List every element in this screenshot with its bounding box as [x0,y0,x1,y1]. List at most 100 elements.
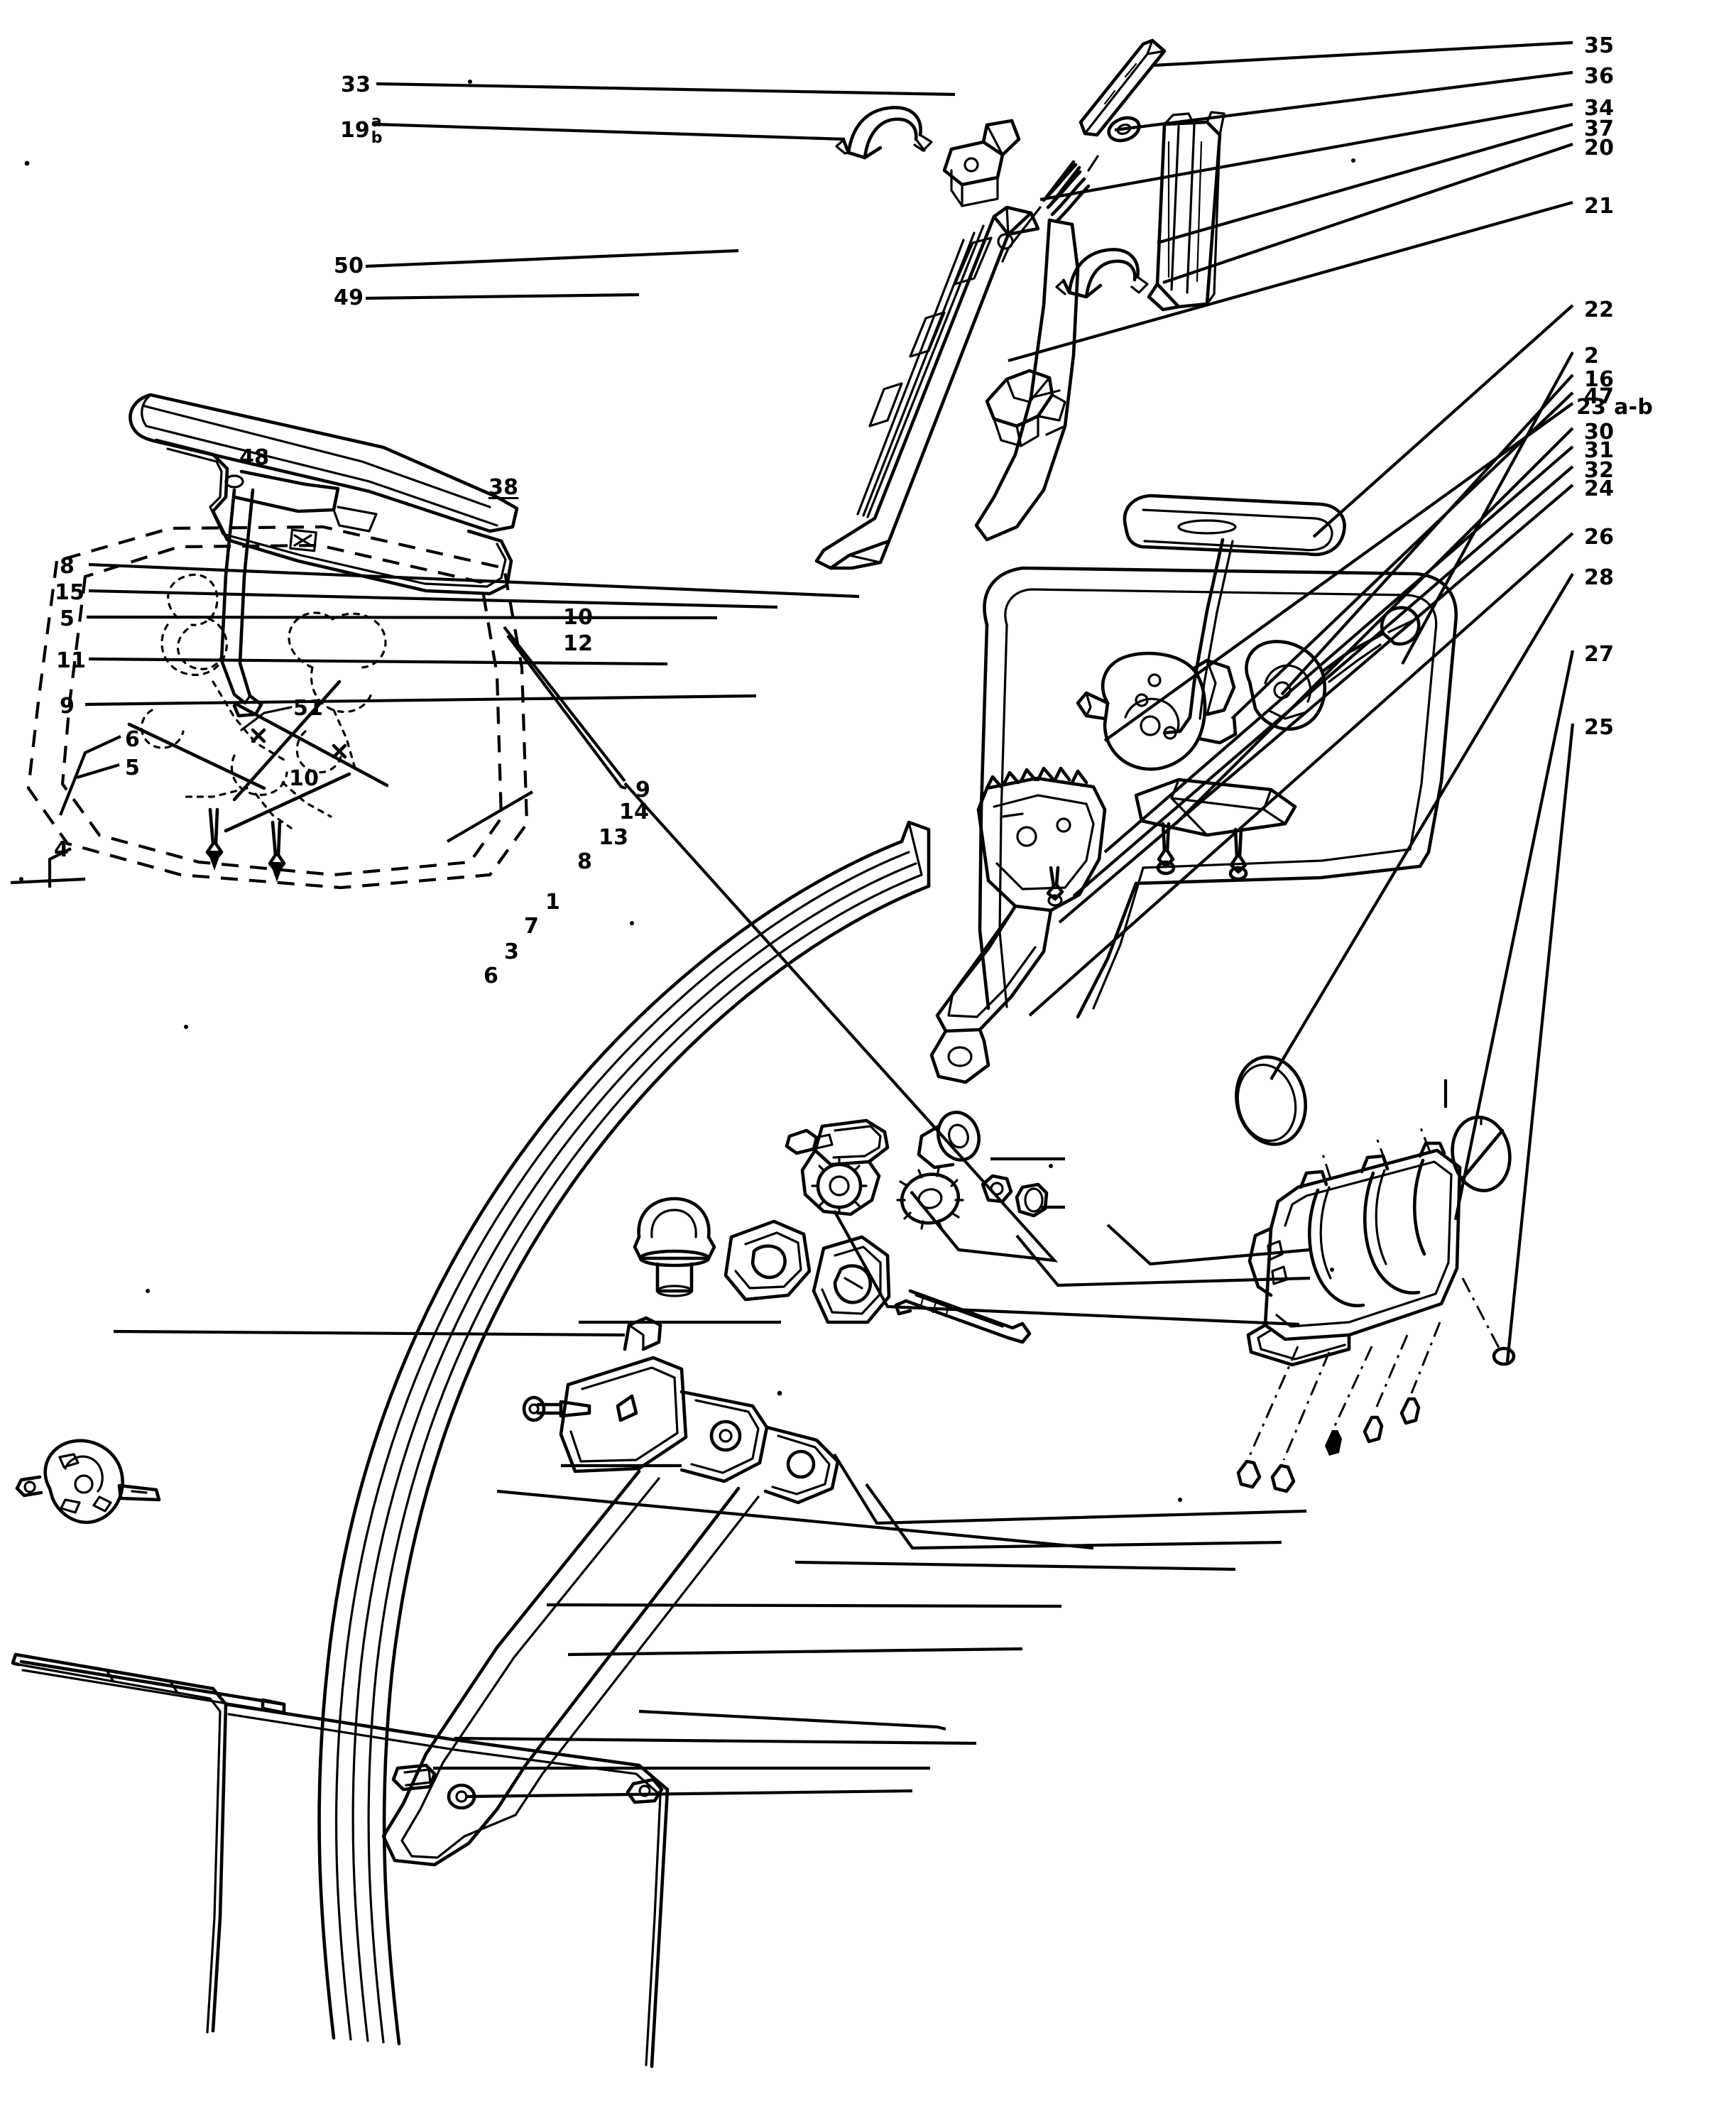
callout-5-gear: 5 [125,756,141,780]
scan-specks [19,80,1355,1502]
leader-lines-right-mid [1028,351,1574,1017]
window-crank-stem [219,488,263,718]
callout-19ab: 19 a b [340,114,383,146]
callout-7: 7 [524,914,540,939]
callout-8-top: 8 [60,554,75,579]
part-15-stud [785,1128,834,1155]
callout-9-right: 9 [635,778,651,802]
callout-19-number: 19 [340,117,370,143]
part-2-top-frame-bow [978,566,1458,1019]
leader-lines-right-low [1270,572,1575,1363]
callout-28: 28 [1584,565,1615,590]
part-30-31-base-plate [1134,778,1297,881]
callout-51: 51 [293,696,324,721]
part-28-ring-gasket [1235,1055,1307,1146]
callout-35: 35 [1584,33,1615,58]
pivot-link-arms [679,1390,840,1505]
callout-37: 37 [1584,116,1615,141]
part-20-saddle-clip [985,369,1066,447]
hardware-cluster-group [11,1111,1049,2069]
callout-34: 34 [1584,96,1615,121]
part-21-trim-tail [974,218,1080,542]
callout-15: 15 [55,580,85,605]
callout-24: 24 [1584,476,1615,501]
part-50-upper-moulding [129,393,519,533]
weatherstrip-edge-1 [317,839,904,2040]
callout-26: 26 [1584,525,1615,550]
part-38-24-32-bracket-plate [929,766,1107,1084]
callout-14: 14 [619,800,650,824]
leader-lines-inline [113,790,1065,1468]
part-20-curved-clip [1055,248,1149,299]
part-10-roller-upper [917,1111,981,1170]
callout-11: 11 [56,648,87,673]
part-5-gear-lever [800,1118,890,1216]
callout-9-left: 9 [60,694,75,719]
part-37-20-guide-bracket [1147,111,1225,312]
callout-12: 12 [563,631,594,656]
callout-23-ab: 23 a-b [1576,395,1654,420]
callout-19-sub-b: b [371,129,383,148]
callout-3: 3 [504,939,520,964]
part-33-block-clip [942,119,1021,207]
part-16-47-23-latch-assembly [1076,606,1421,771]
part-10-screw [522,1395,591,1422]
part-4-thin-rod [19,1660,286,1715]
part-27-ribbed-cover [1246,1141,1462,1367]
callout-47: 47 [1584,384,1615,409]
part-8-nut [981,1174,1013,1204]
part-19-cable-clip [835,106,933,160]
callout-13: 13 [599,825,629,850]
callout-38: 38 [488,475,519,500]
callout-1: 1 [545,890,561,915]
callout-19-sub-a: a [371,113,382,131]
callout-6-bottom: 6 [484,964,499,988]
callout-16: 16 [1584,367,1615,392]
callout-49: 49 [334,285,364,310]
lower-long-arms [381,1469,760,1867]
callout-48: 48 [239,445,270,470]
main-curved-weatherstrip-group [317,820,931,2046]
latch-release-cable [1162,538,1234,735]
part-48-regulator-mechanism [127,573,389,882]
window-glass-outline-outer [26,525,529,890]
callout-33: 33 [341,72,371,97]
callout-31: 31 [1584,438,1615,463]
part-34-coil-spring [1001,155,1099,263]
part-22-grab-handle [1123,494,1346,557]
callout-27: 27 [1584,642,1615,667]
callout-25: 25 [1584,715,1615,740]
callout-8-bottom: 8 [577,849,593,874]
part-11-dome-knob [633,1197,716,1297]
callout-20: 20 [1584,136,1615,160]
part-12-bushing [1015,1182,1049,1218]
part-35-pin-rod [1079,38,1167,137]
part-51-stamped-bracket [559,1316,688,1473]
callout-32: 32 [1584,458,1615,483]
part-26-slotted-plug [1451,1116,1512,1192]
callout-10-upper: 10 [563,605,594,630]
bottom-frame-tube [11,1652,670,2069]
upper-rail-assembly-group [814,38,1225,570]
callout-10-lower: 10 [289,766,320,791]
part-14-long-bolt [894,1289,1032,1344]
callout-36: 36 [1584,64,1615,89]
part-36-washer [1107,116,1141,143]
leader-lines-bottom-left [10,735,121,888]
leader-lines-bottom-right [433,626,1311,1799]
part-14-slot-plate [812,1235,891,1324]
callout-2: 2 [1584,344,1600,369]
part-9-cog-wheel [896,1167,964,1230]
window-glass-outline-inner [60,543,503,877]
part-5-6-gear-pin [15,1439,161,1525]
right-cover-assembly-group [1235,1055,1516,1493]
callout-30: 30 [1584,420,1615,445]
top-frame-and-latch-group [929,494,1458,1084]
callout-21: 21 [1584,194,1615,219]
door-window-assembly-group [26,393,529,890]
part-25-screws [1236,1126,1516,1493]
part-6-fasteners-bottom [391,1763,664,1810]
leader-lines-left-top [365,82,956,300]
